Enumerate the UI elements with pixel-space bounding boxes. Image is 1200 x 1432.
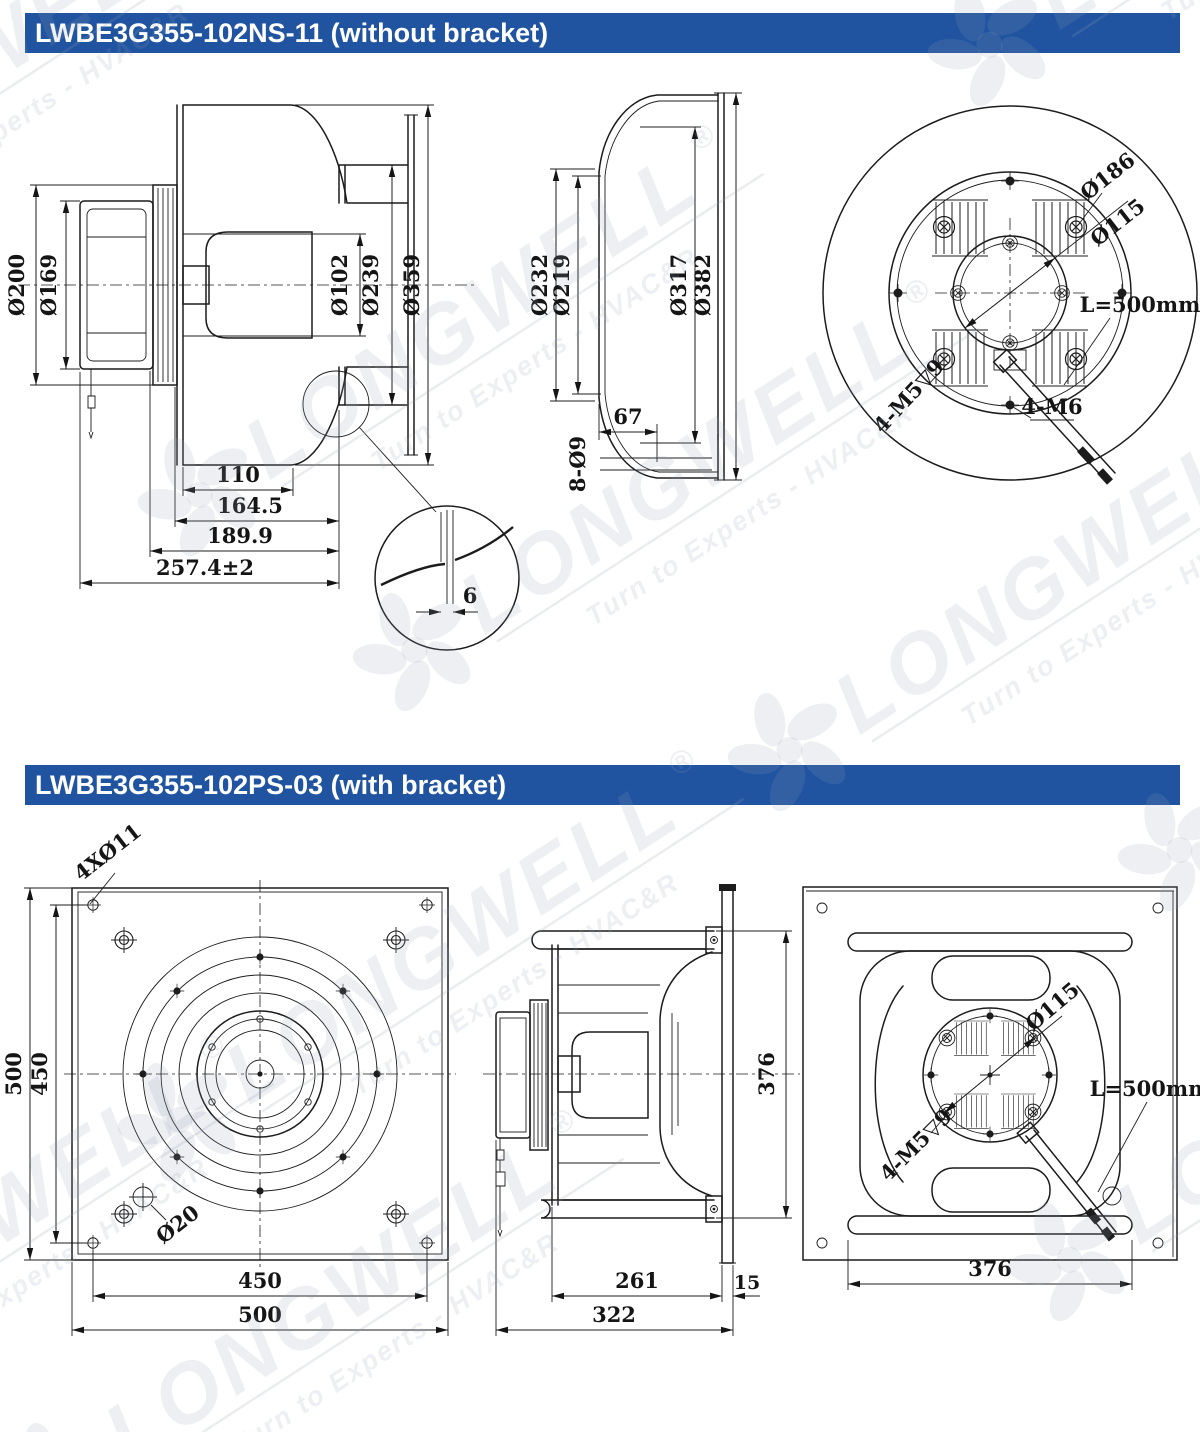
dim-label: Ø359 (399, 254, 424, 316)
dim-label: Ø219 (549, 254, 574, 316)
dim-label: Ø20 (151, 1200, 204, 1249)
dim-label: 164.5 (217, 493, 283, 518)
dim-label: Ø382 (690, 254, 715, 316)
dim-label: Ø239 (358, 254, 383, 316)
dim-label: 322 (592, 1302, 636, 1327)
dim-label: Ø115 (1020, 977, 1084, 1036)
dim-label: 4-M6 (1021, 394, 1082, 419)
dim-label: 376 (754, 1052, 779, 1096)
dim-label: L=500mm (1090, 1076, 1200, 1101)
dim-label: 500 (1, 1052, 26, 1096)
dim-label: Ø169 (36, 254, 61, 316)
dim-label: Ø200 (4, 254, 29, 316)
dim-label: 4-M5▽9 (874, 1103, 957, 1186)
dim-label: Ø115 (1085, 193, 1149, 251)
dim-label: 4XØ11 (69, 818, 146, 886)
view-inlet-ring: Ø232 Ø219 Ø317 Ø382 67 8-Ø9 (527, 92, 742, 492)
dim-label: 15 (734, 1272, 760, 1294)
dim-label: 450 (27, 1052, 52, 1096)
dim-label: 376 (968, 1256, 1012, 1281)
view-back-no-bracket: Ø115 Ø186 L=500mm 4-M5▽9 4-M6 (822, 105, 1200, 485)
dim-label: Ø232 (527, 254, 552, 316)
view-side-bracket: 261 322 15 376 (483, 884, 800, 1336)
dim-label: Ø102 (327, 254, 352, 316)
section-header-without-bracket: LWBE3G355-102NS-11 (without bracket) (25, 13, 1180, 53)
dim-label: 257.4±2 (156, 555, 254, 580)
dim-label: 450 (238, 1268, 282, 1293)
dim-label: 6 (463, 583, 478, 608)
view-back-bracket: Ø115 4-M5▽9 L=500mm 376 (802, 886, 1200, 1290)
dim-label: 189.9 (207, 523, 273, 548)
dim-label: Ø317 (666, 254, 691, 316)
dim-label: 261 (615, 1268, 659, 1293)
section-header-with-bracket: LWBE3G355-102PS-03 (with bracket) (25, 765, 1180, 805)
dim-label: 67 (613, 404, 642, 429)
dim-label: 4-M5▽9 (868, 354, 949, 438)
dim-label: 8-Ø9 (565, 436, 590, 492)
dim-label: L=500mm (1080, 292, 1200, 317)
view-side-no-bracket: 6 Ø200 Ø169 Ø102 Ø239 Ø359 110 164.5 189 (4, 104, 520, 651)
view-front-bracket: Ø20 4XØ11 500 450 450 500 (1, 818, 456, 1336)
dim-label: 500 (238, 1302, 282, 1327)
dim-label: 110 (216, 462, 260, 487)
